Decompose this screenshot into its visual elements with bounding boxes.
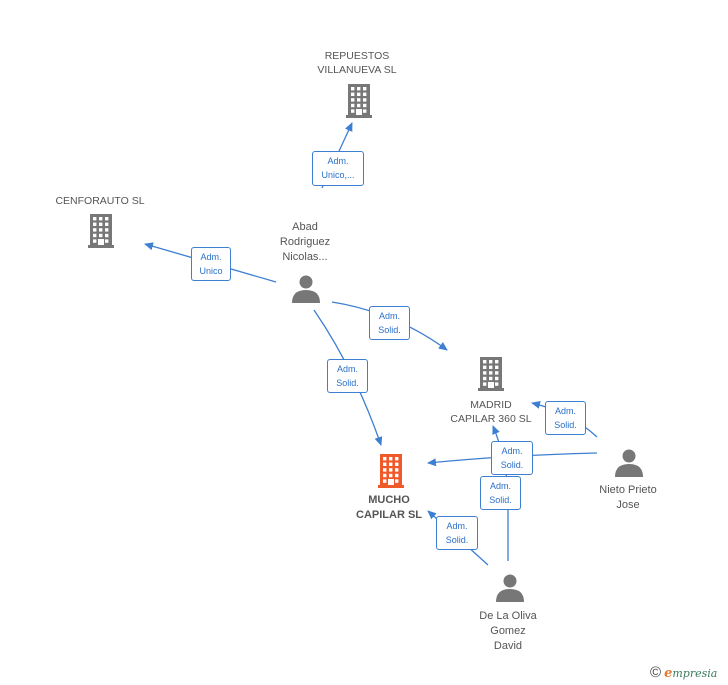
edge-label-line: Adm. — [489, 481, 511, 491]
edge-label-nieto-mucho[interactable]: Adm. Solid. — [491, 441, 533, 475]
edge-label-line: Solid. — [378, 325, 401, 335]
copyright-symbol: © — [650, 664, 662, 681]
edge-label-abad-mucho[interactable]: Adm. Solid. — [327, 359, 368, 393]
node-label-line: MADRID — [470, 399, 512, 411]
person-icon-oliva[interactable] — [496, 574, 524, 603]
edge-label-line: Solid. — [445, 535, 469, 545]
edge-label-line: Adm. — [501, 446, 523, 456]
building-icon-cenforauto[interactable] — [88, 214, 114, 248]
edge-label-line: Solid. — [554, 420, 577, 430]
edge-label-line: Adm. — [554, 406, 576, 416]
edge-label-abad-repuestos[interactable]: Adm. Unico,... — [312, 151, 364, 186]
brand-initial: e — [664, 666, 673, 681]
node-label-line: Abad — [292, 221, 318, 233]
node-label-line: REPUESTOS — [324, 50, 390, 62]
edge-label-line: Adm. — [327, 156, 349, 166]
node-label-line: David — [493, 640, 523, 652]
node-label-line: MUCHO — [368, 494, 410, 506]
person-icon-nieto[interactable] — [615, 449, 643, 478]
node-label-line: CENFORAUTO SL — [55, 195, 145, 207]
empresia-logo[interactable]: ©empresia — [650, 664, 717, 681]
edge-label-line: Adm. — [446, 521, 468, 531]
node-label-line: Rodriguez — [279, 236, 331, 248]
edge-label-nieto-madrid[interactable]: Adm. Solid. — [545, 401, 586, 435]
edge-label-abad-madrid[interactable]: Adm. Solid. — [369, 306, 410, 340]
edge-label-oliva-mucho[interactable]: Adm. Solid. — [436, 516, 478, 550]
node-label-cenforauto[interactable]: CENFORAUTO SL — [55, 194, 144, 208]
brand-name: mpresia — [672, 667, 718, 680]
node-label-line: CAPILAR SL — [356, 509, 422, 521]
node-label-repuestos[interactable]: REPUESTOS VILLANUEVA SL — [317, 49, 396, 77]
node-label-line: Jose — [616, 499, 640, 511]
node-label-line: De La Oliva — [479, 610, 537, 622]
edge-label-abad-cenforauto[interactable]: Adm. Unico — [191, 247, 231, 281]
edge-label-line: Adm. — [200, 252, 222, 262]
node-label-line: VILLANUEVA SL — [317, 64, 397, 76]
building-icon-madrid[interactable] — [478, 357, 504, 391]
edge-label-line: Adm. — [378, 311, 400, 321]
edge-label-line: Unico,... — [321, 170, 355, 180]
person-icon-abad[interactable] — [292, 275, 320, 304]
edge-label-line: Unico — [199, 266, 223, 276]
edge-label-line: Solid. — [500, 460, 524, 470]
node-label-line: Gomez — [490, 625, 526, 637]
edge-label-line: Solid. — [336, 378, 359, 388]
node-label-mucho[interactable]: MUCHO CAPILAR SL — [356, 493, 422, 523]
building-icon-mucho[interactable] — [378, 454, 404, 488]
node-label-line: CAPILAR 360 SL — [450, 413, 532, 425]
node-label-madrid[interactable]: MADRID CAPILAR 360 SL — [450, 398, 531, 426]
edge-label-line: Solid. — [489, 495, 512, 505]
edge-label-line: Adm. — [336, 364, 358, 374]
node-label-line: Nieto Prieto — [599, 484, 657, 496]
node-label-line: Nicolas... — [282, 251, 328, 263]
edge-label-oliva-madrid[interactable]: Adm. Solid. — [480, 476, 521, 510]
building-icon-repuestos[interactable] — [346, 84, 372, 118]
